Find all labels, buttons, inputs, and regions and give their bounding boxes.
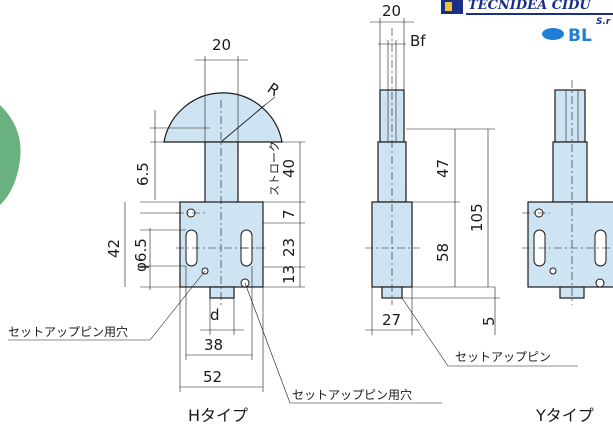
h-dim-23: 23 <box>280 238 298 257</box>
brand-suffix: S.r <box>596 17 611 27</box>
h-dim-7: 7 <box>280 209 298 219</box>
h-dim-d: d <box>210 306 220 324</box>
h-dim-42: 42 <box>105 239 123 258</box>
h-dim-stroke-value: 40 <box>280 159 298 178</box>
h-type-head <box>163 92 283 143</box>
side-dim-20: 20 <box>382 2 401 20</box>
h-dim-width-top: 20 <box>212 36 231 54</box>
y-type-hole-bottom <box>549 267 557 275</box>
y-type-upper-body <box>552 141 588 203</box>
side-dim-5: 5 <box>480 316 498 326</box>
h-type-plunger <box>209 286 235 299</box>
h-type-caption: Hタイプ <box>188 406 248 425</box>
h-dim-stroke-label: ストローク <box>268 141 281 196</box>
side-dim-bf: Bf <box>410 32 426 50</box>
side-view-drawing <box>365 18 578 367</box>
side-dim-105: 105 <box>468 203 486 232</box>
h-dim-radius: R <box>264 79 283 100</box>
h-dim-13: 13 <box>280 265 298 284</box>
h-dim-phi: φ6.5 <box>132 238 150 272</box>
h-dim-52: 52 <box>203 368 222 386</box>
side-dim-27: 27 <box>382 311 401 329</box>
brand-sub: BL <box>568 26 592 46</box>
side-dim-47: 47 <box>434 159 452 178</box>
side-callout-setup-pin: セットアップピン <box>455 350 551 364</box>
brand-logo: TECNIDEA CIDU S.r BL <box>441 0 613 46</box>
decor-green-shape <box>0 105 21 205</box>
side-dim-58: 58 <box>434 243 452 262</box>
brand-underline <box>466 13 613 15</box>
h-dim-38: 38 <box>204 336 223 354</box>
y-type-drawing <box>522 80 613 305</box>
y-type-hole-right <box>595 278 605 288</box>
brand-cloud-icon <box>542 28 564 40</box>
y-type-top-rod <box>554 89 586 143</box>
h-dim-6-5: 6.5 <box>134 162 152 186</box>
h-callout-setup-pin-hole-bottom: セットアップピン用穴 <box>292 387 412 402</box>
y-type-caption: Yタイプ <box>535 406 594 425</box>
brand-name: TECNIDEA CIDU <box>468 0 591 13</box>
h-type-drawing <box>8 56 442 404</box>
h-type-stem <box>204 141 239 205</box>
h-callout-setup-pin-hole: セットアップピン用穴 <box>8 324 128 339</box>
